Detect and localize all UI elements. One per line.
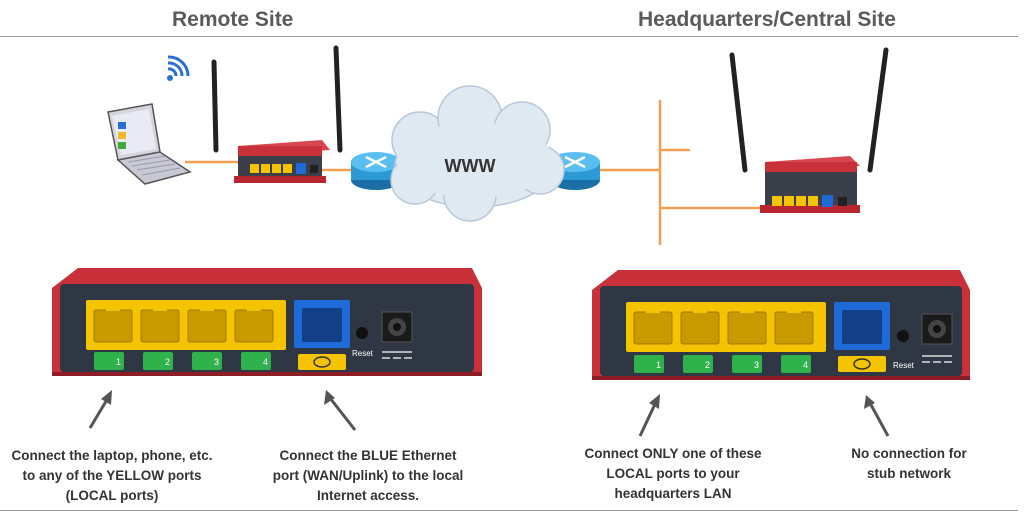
remote-port-3-label: 3 bbox=[214, 357, 219, 367]
bottom-divider bbox=[0, 510, 1018, 511]
laptop-icon bbox=[107, 103, 192, 185]
cables bbox=[185, 100, 765, 245]
remote-port-2-label: 2 bbox=[165, 357, 170, 367]
hq-wan-caption: No connection for stub network bbox=[851, 446, 967, 481]
remote-port-1-label: 1 bbox=[116, 357, 121, 367]
remote-router-icon bbox=[351, 152, 401, 190]
hq-router-device bbox=[729, 47, 889, 213]
cloud-label: WWW bbox=[445, 156, 496, 176]
remote-port-panel bbox=[52, 268, 482, 376]
remote-reset-label: Reset bbox=[352, 349, 374, 358]
hq-port-2-label: 2 bbox=[705, 360, 710, 370]
remote-router-device bbox=[211, 45, 343, 183]
hq-reset-label: Reset bbox=[893, 361, 915, 370]
remote-reset-button bbox=[356, 327, 368, 339]
remote-port-4-label: 4 bbox=[263, 357, 268, 367]
hq-port-3-label: 3 bbox=[754, 360, 759, 370]
hq-port-4-label: 4 bbox=[803, 360, 808, 370]
internet-cloud bbox=[390, 85, 565, 222]
remote-site-heading: Remote Site bbox=[172, 8, 294, 31]
top-divider bbox=[0, 36, 1018, 37]
hq-port-panel bbox=[592, 270, 970, 380]
wifi-icon bbox=[167, 55, 190, 81]
arrows bbox=[88, 390, 890, 437]
hq-port-1-label: 1 bbox=[656, 360, 661, 370]
hq-reset-button bbox=[897, 330, 909, 342]
remote-wan-badge bbox=[298, 354, 346, 370]
remote-local-caption: Connect the laptop, phone, etc. to any o… bbox=[11, 448, 213, 503]
remote-wan-caption: Connect the BLUE Ethernet port (WAN/Upli… bbox=[272, 448, 464, 503]
hq-wan-badge bbox=[838, 356, 886, 372]
hq-local-caption: Connect ONLY one of these LOCAL ports to… bbox=[584, 446, 762, 501]
hq-site-heading: Headquarters/Central Site bbox=[638, 8, 896, 31]
